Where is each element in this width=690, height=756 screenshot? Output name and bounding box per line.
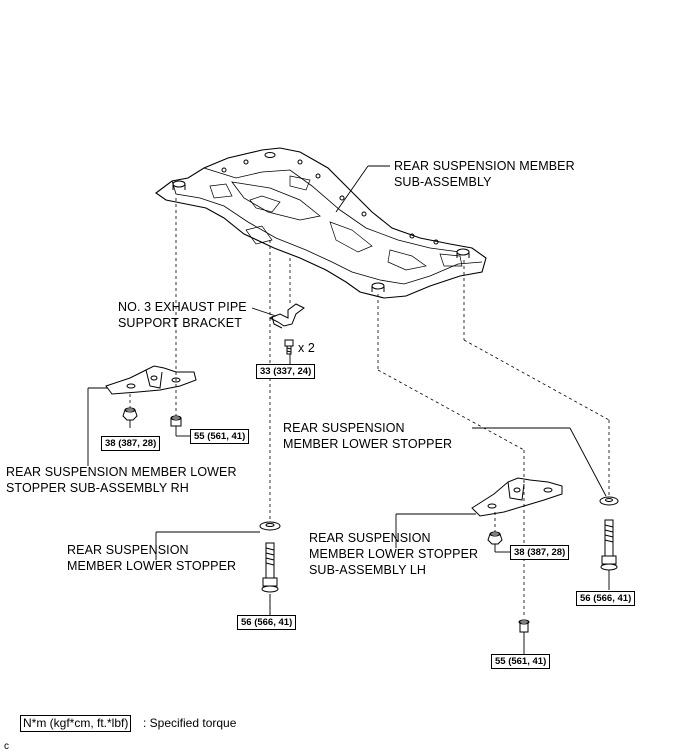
torque-bracket-bolt: 33 (337, 24) xyxy=(256,364,316,379)
label-exhaust-bracket-line1: NO. 3 EXHAUST PIPE xyxy=(118,300,247,314)
stopper-left-part xyxy=(259,521,281,531)
torque-front-right-bolt: 56 (566, 41) xyxy=(576,591,636,606)
rh-nut-part xyxy=(122,407,138,421)
label-bolt-count: x 2 xyxy=(298,341,315,355)
label-stopper-lower-line2: MEMBER LOWER STOPPER xyxy=(67,559,237,573)
torque-rh-bolt: 55 (561, 41) xyxy=(190,429,250,444)
corner-mark: c xyxy=(4,741,9,752)
suspension-member-part xyxy=(155,147,487,299)
long-bolt-left-part xyxy=(261,542,279,593)
legend-description: : Specified torque xyxy=(143,716,237,730)
label-stopper-upper-line1: REAR SUSPENSION xyxy=(283,421,405,435)
label-stopper-lh-line3: SUB-ASSEMBLY LH xyxy=(309,563,427,577)
rh-bolt-part xyxy=(170,415,182,427)
torque-rh-nut: 38 (387, 28) xyxy=(101,436,161,451)
label-exhaust-bracket: NO. 3 EXHAUST PIPE SUPPORT BRACKET xyxy=(118,299,247,331)
label-stopper-rh: REAR SUSPENSION MEMBER LOWER STOPPER SUB… xyxy=(6,464,237,496)
stopper-rh-part xyxy=(105,365,197,395)
leader-lines xyxy=(87,165,610,654)
lh-bolt-part xyxy=(518,619,530,633)
torque-front-left-bolt: 56 (566, 41) xyxy=(237,615,297,630)
label-suspension-member: REAR SUSPENSION MEMBER SUB-ASSEMBLY xyxy=(394,158,575,190)
exhaust-bracket-part xyxy=(268,303,305,329)
torque-lh-bolt: 55 (561, 41) xyxy=(491,654,551,669)
label-exhaust-bracket-line2: SUPPORT BRACKET xyxy=(118,316,242,330)
label-suspension-member-line2: SUB-ASSEMBLY xyxy=(394,175,492,189)
bracket-bolt-part xyxy=(284,339,294,355)
stopper-lh-part xyxy=(471,477,563,517)
lh-nut-part xyxy=(487,531,503,545)
label-stopper-lower-line1: REAR SUSPENSION xyxy=(67,543,189,557)
legend-torque-unit: N*m (kgf*cm, ft.*lbf) xyxy=(20,715,132,732)
label-stopper-lh: REAR SUSPENSION MEMBER LOWER STOPPER SUB… xyxy=(309,530,478,578)
label-stopper-rh-line1: REAR SUSPENSION MEMBER LOWER xyxy=(6,465,237,479)
label-suspension-member-line1: REAR SUSPENSION MEMBER xyxy=(394,159,575,173)
torque-lh-nut: 38 (387, 28) xyxy=(510,545,570,560)
label-stopper-upper: REAR SUSPENSION MEMBER LOWER STOPPER xyxy=(283,420,452,452)
alignment-lines xyxy=(129,198,610,618)
label-stopper-lh-line1: REAR SUSPENSION xyxy=(309,531,431,545)
label-stopper-rh-line2: STOPPER SUB-ASSEMBLY RH xyxy=(6,481,189,495)
label-stopper-lower: REAR SUSPENSION MEMBER LOWER STOPPER xyxy=(67,542,236,574)
stopper-right-part xyxy=(599,496,619,506)
long-bolt-right-part xyxy=(600,519,618,571)
label-stopper-lh-line2: MEMBER LOWER STOPPER xyxy=(309,547,479,561)
label-stopper-upper-line2: MEMBER LOWER STOPPER xyxy=(283,437,453,451)
